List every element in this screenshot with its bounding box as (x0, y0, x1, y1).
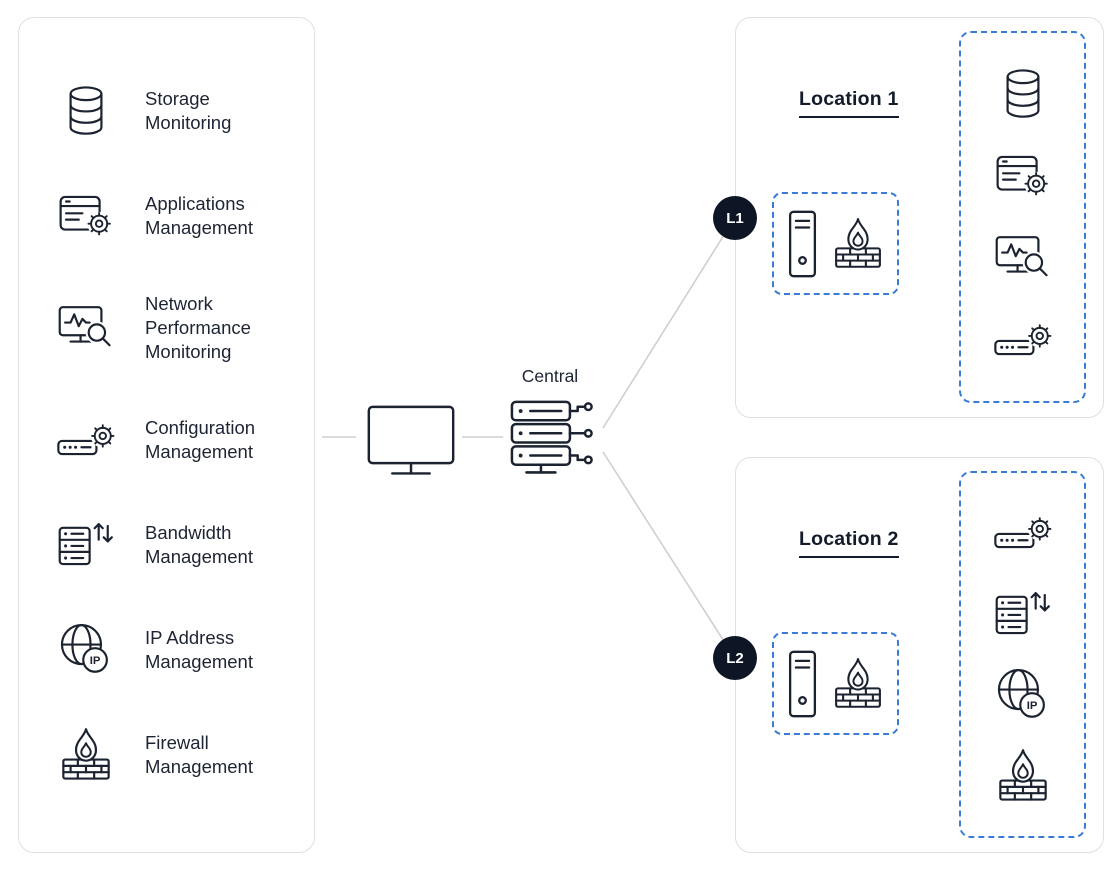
location-1-services-box (959, 31, 1086, 403)
configuration-icon (994, 311, 1052, 369)
legend-label: Bandwidth Management (145, 522, 253, 568)
legend-label: IP Address Management (145, 627, 253, 673)
location-2-title: Location 2 (799, 528, 899, 558)
legend-label: Storage Monitoring (145, 87, 232, 133)
legend-item-bandwidth-management: Bandwidth Management (57, 516, 298, 574)
firewall-icon (994, 747, 1052, 805)
legend-label: Applications Management (145, 192, 253, 238)
bandwidth-icon (57, 516, 115, 574)
ip-address-icon (994, 666, 1052, 724)
network-performance-icon (994, 229, 1052, 287)
ip-address-icon (57, 621, 115, 679)
location-1-title: Location 1 (799, 88, 899, 118)
applications-icon (57, 187, 115, 245)
storage-icon (57, 82, 115, 140)
legend-item-firewall-management: Firewall Management (57, 726, 298, 784)
central-label: Central (521, 366, 579, 386)
legend-item-storage-monitoring: Storage Monitoring (57, 82, 298, 140)
central-to-l1-line (602, 218, 735, 429)
location-2-services-box (959, 471, 1086, 838)
server-tower-icon (786, 209, 819, 279)
location-1-gateway-box (772, 192, 899, 295)
legend-panel: Storage Monitoring Applications Manageme… (18, 17, 315, 853)
monitor-icon (366, 404, 456, 481)
legend-item-ip-address-management: IP Address Management (57, 621, 298, 679)
server-tower-icon (786, 649, 819, 719)
firewall-icon (830, 656, 886, 712)
server-stack-icon (507, 398, 600, 485)
firewall-icon (830, 216, 886, 272)
legend-item-configuration-management: Configuration Management (57, 411, 298, 469)
central-to-l2-line (602, 451, 735, 658)
location-2-badge: L2 (713, 636, 757, 680)
legend-item-applications-management: Applications Management (57, 187, 298, 245)
firewall-icon (57, 726, 115, 784)
applications-icon (994, 147, 1052, 205)
configuration-icon (994, 504, 1052, 562)
legend-item-network-performance-monitoring: Network Performance Monitoring (57, 292, 298, 364)
network-performance-icon (57, 299, 115, 357)
legend-label: Firewall Management (145, 732, 253, 778)
location-1-badge: L1 (713, 196, 757, 240)
configuration-icon (57, 411, 115, 469)
location-2-gateway-box (772, 632, 899, 735)
storage-icon (994, 65, 1052, 123)
legend-label: Configuration Management (145, 417, 256, 463)
legend-label: Network Performance Monitoring (145, 293, 251, 363)
bandwidth-icon (994, 585, 1052, 643)
